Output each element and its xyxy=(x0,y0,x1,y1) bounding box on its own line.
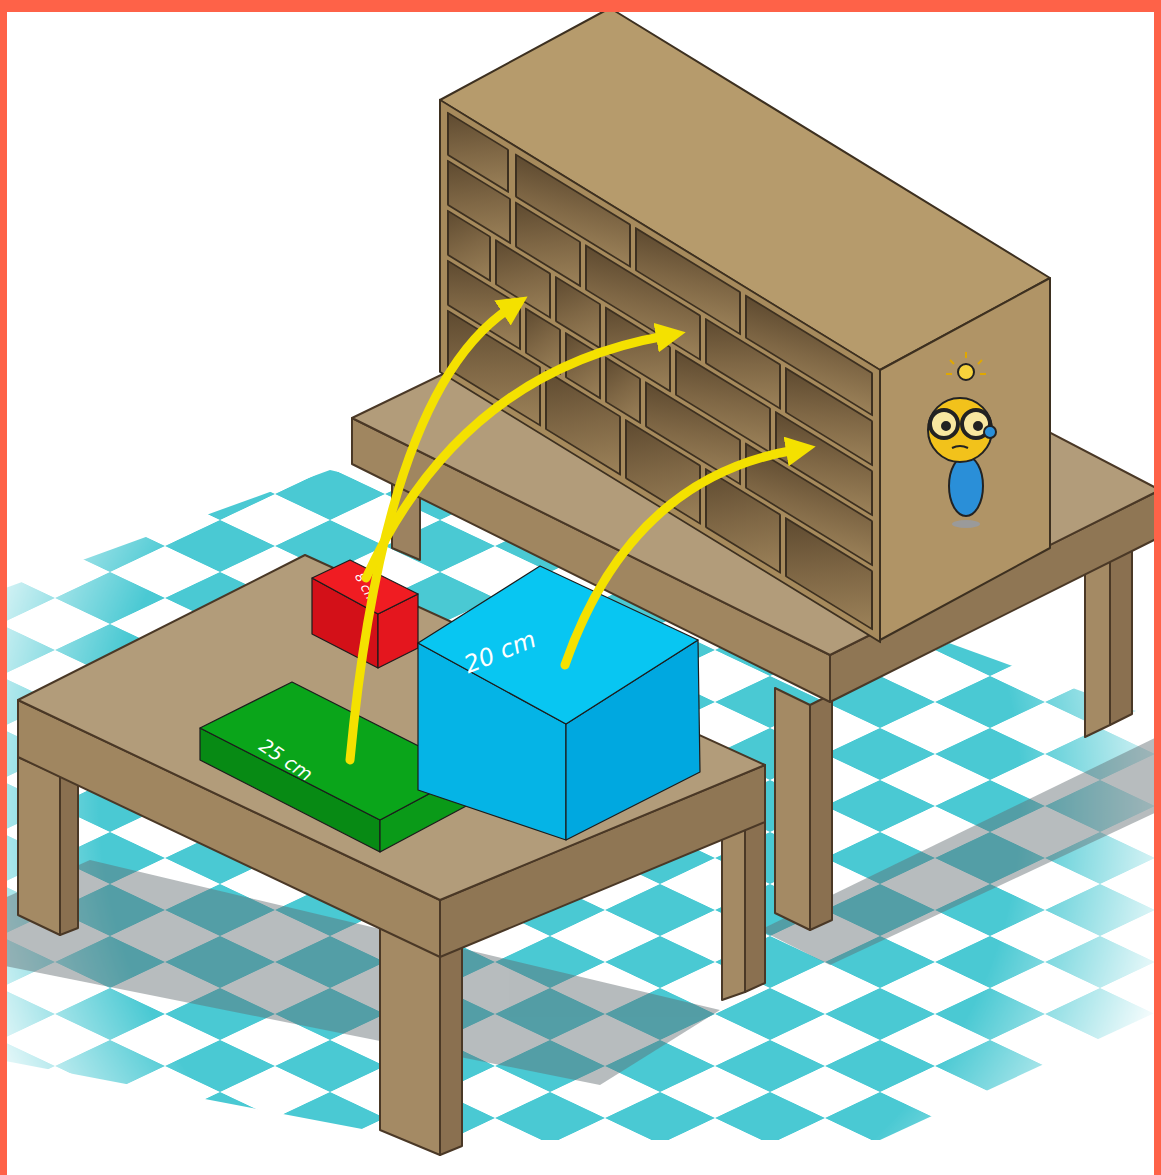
mascot-eye xyxy=(974,422,982,430)
shelf-side xyxy=(880,278,1050,640)
shelf-front xyxy=(440,100,880,642)
mascot-glasses xyxy=(930,410,958,438)
shelf-cell xyxy=(556,277,600,348)
idea-bulb xyxy=(958,364,974,380)
table-leg xyxy=(380,928,440,1155)
mascot-ear xyxy=(984,426,996,438)
shelf-cell xyxy=(706,469,780,572)
blue-box: 20 cm xyxy=(412,560,704,846)
frame-right xyxy=(1154,0,1161,1175)
mascot-body xyxy=(949,456,983,516)
shelf-frame xyxy=(440,100,880,642)
table-top xyxy=(18,555,765,900)
mascot-eye xyxy=(942,422,950,430)
move-arrow xyxy=(366,336,665,578)
table-leg xyxy=(440,945,462,1155)
table-leg xyxy=(775,688,810,930)
move-arrow xyxy=(350,308,510,760)
box-shape xyxy=(412,560,704,846)
frame-left xyxy=(0,0,7,1175)
bulb-rays xyxy=(946,352,986,374)
move-arrow xyxy=(565,450,795,665)
table-leg xyxy=(722,829,745,1000)
shelf-cell xyxy=(626,420,700,523)
front-table xyxy=(18,555,765,1155)
table-top xyxy=(352,250,1160,655)
box-face xyxy=(312,560,418,614)
mascot-shadow xyxy=(952,520,980,528)
table-leg xyxy=(810,694,832,930)
frame-top xyxy=(0,0,1161,12)
table-leg xyxy=(745,820,765,992)
mascot-mouth xyxy=(952,446,968,448)
shelf-cell xyxy=(786,518,872,629)
mascot-sticker xyxy=(928,352,996,528)
box-face xyxy=(418,566,698,724)
table-leg xyxy=(18,757,60,935)
shelf-cell xyxy=(448,311,540,425)
red-box: 8 cm xyxy=(300,552,426,676)
table-leg xyxy=(60,768,78,935)
shelf-cell xyxy=(546,371,620,474)
shelf-cabinet xyxy=(440,8,1050,642)
mascot-head xyxy=(928,398,992,462)
